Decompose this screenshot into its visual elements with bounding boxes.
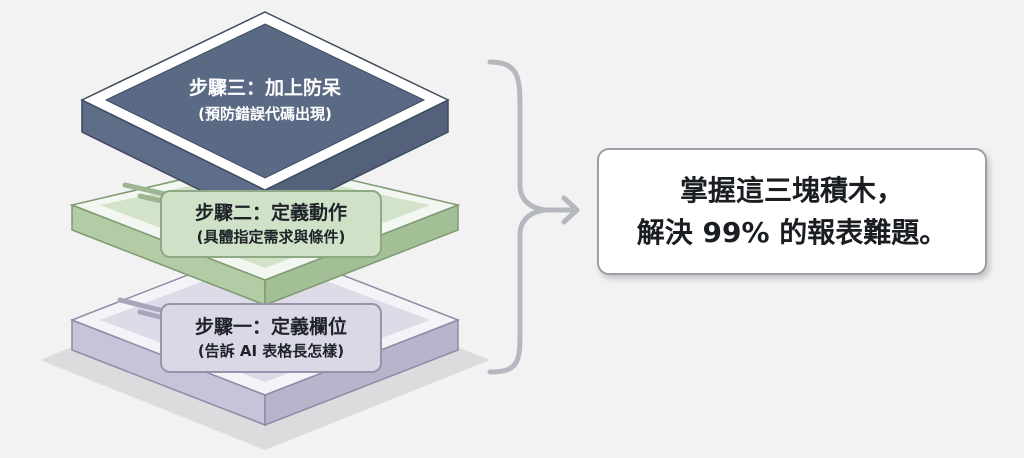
step2-subtitle: (具體指定需求與條件) xyxy=(196,228,346,246)
summary-line1: 掌握這三塊積木， xyxy=(679,174,904,207)
step3-label: 步驟三：加上防呆 (預防錯誤代碼出現) xyxy=(150,74,380,126)
step3-subtitle: (預防錯誤代碼出現) xyxy=(198,105,332,123)
step3-title: 步驟三：加上防呆 xyxy=(188,77,341,99)
step1-subtitle: (告訴 AI 表格長怎樣) xyxy=(197,342,345,360)
step2-title: 步驟二：定義動作 xyxy=(194,202,347,224)
arrow-right-icon xyxy=(542,195,580,225)
summary-box: 掌握這三塊積木， 解決 99% 的報表難題。 xyxy=(597,148,987,275)
summary-line2: 解決 99% 的報表難題。 xyxy=(636,216,948,249)
step2-label: 步驟二：定義動作 (具體指定需求與條件) xyxy=(160,190,382,258)
step1-title: 步驟一：定義欄位 xyxy=(194,316,347,338)
step1-label: 步驟一：定義欄位 (告訴 AI 表格長怎樣) xyxy=(160,303,382,373)
curly-brace xyxy=(487,59,546,375)
